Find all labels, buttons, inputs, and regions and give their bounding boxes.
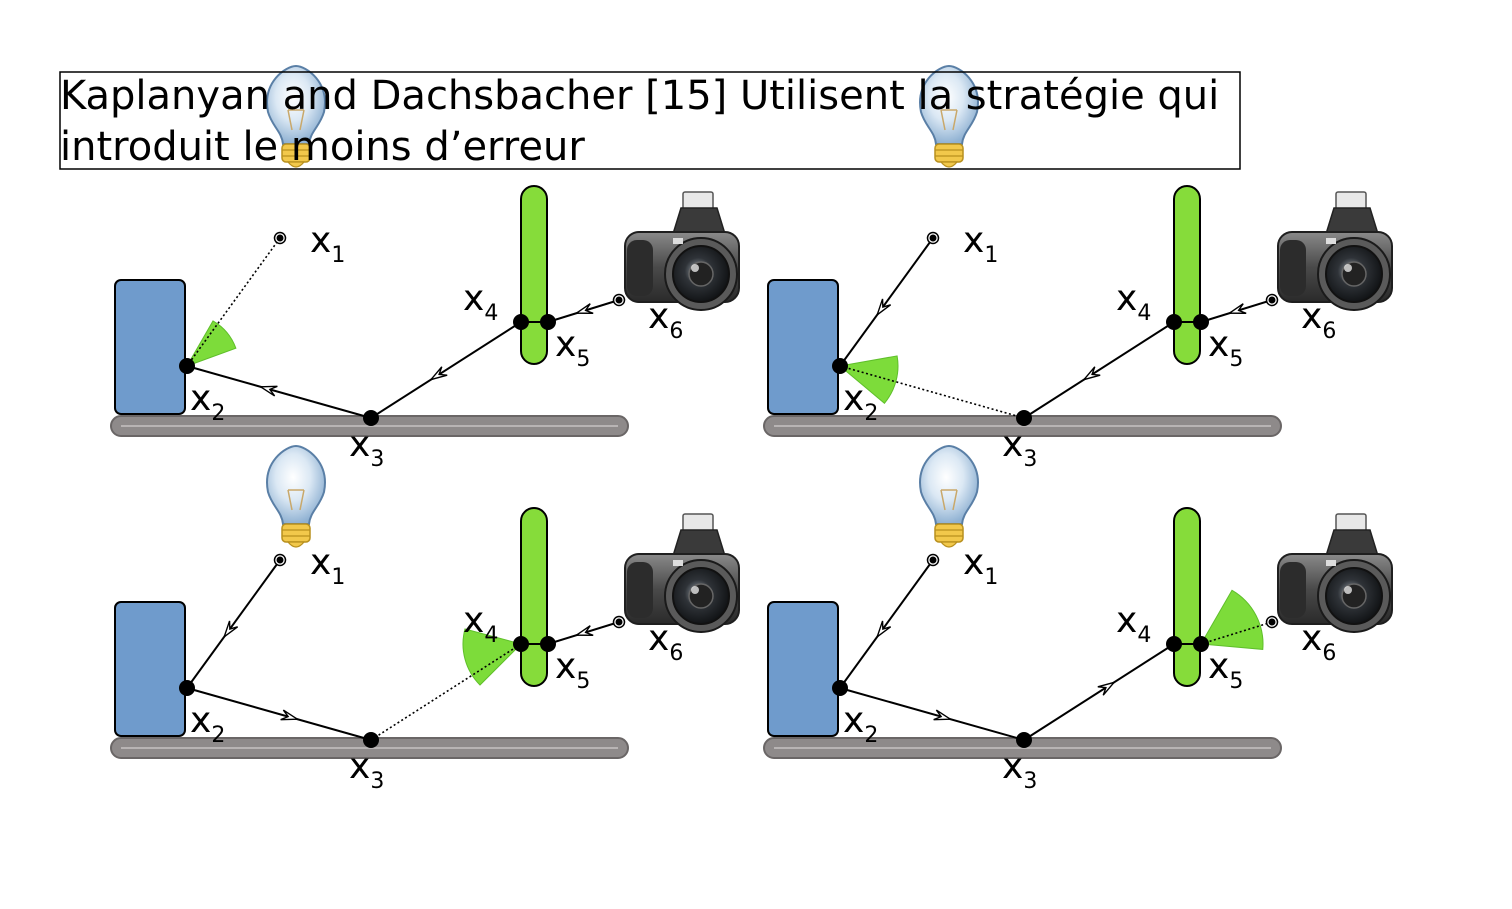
camera-icon bbox=[624, 513, 740, 633]
dotted-path-segment bbox=[839, 365, 1025, 419]
vertex-dot bbox=[513, 314, 529, 330]
path-arrow bbox=[1227, 303, 1247, 314]
panel-bottom-right: x1 x2 x3 x4 x5 x6 bbox=[763, 444, 1393, 794]
vertex-label-x1: x1 bbox=[310, 220, 345, 268]
path-segment bbox=[186, 687, 372, 741]
path-arrow bbox=[875, 620, 892, 639]
vertex-dot bbox=[1016, 410, 1032, 426]
vertex-label-x6: x6 bbox=[1301, 296, 1336, 344]
vertex-dot bbox=[1193, 314, 1209, 330]
green-pole bbox=[520, 507, 548, 687]
vertex-dot bbox=[540, 314, 556, 330]
path-arrow bbox=[1082, 366, 1101, 381]
camera-icon bbox=[1277, 513, 1393, 633]
vertex-label-x2: x2 bbox=[843, 378, 878, 426]
vertex-label-x5: x5 bbox=[1208, 324, 1243, 372]
vertex-label-x3: x3 bbox=[1002, 746, 1037, 794]
vertex-label-x5: x5 bbox=[555, 324, 590, 372]
path-segment bbox=[1023, 643, 1175, 741]
light-bulb-icon bbox=[919, 444, 979, 548]
light-bulb-icon bbox=[266, 444, 326, 548]
dotted-path-segment bbox=[186, 237, 281, 367]
vertex-dot bbox=[832, 680, 848, 696]
vertex-label-x3: x3 bbox=[349, 424, 384, 472]
vertex-dot bbox=[1016, 732, 1032, 748]
vertex-dot bbox=[1166, 636, 1182, 652]
vertex-label-x4: x4 bbox=[1116, 278, 1151, 326]
path-arrow bbox=[1097, 681, 1116, 696]
green-pole bbox=[1173, 185, 1201, 365]
path-arrow bbox=[258, 385, 278, 397]
wall-block bbox=[114, 279, 186, 415]
vertex-label-x6: x6 bbox=[648, 296, 683, 344]
vertex-label-x1: x1 bbox=[963, 542, 998, 590]
vertex-label-x2: x2 bbox=[190, 378, 225, 426]
vertex-dot bbox=[363, 732, 379, 748]
path-arrow bbox=[574, 625, 594, 636]
vertex-label-x6: x6 bbox=[1301, 618, 1336, 666]
vertex-dot bbox=[1193, 636, 1209, 652]
title-box: Kaplanyan and Dachsbacher [15] Utilisent… bbox=[59, 71, 1241, 170]
light-bulb-icon bbox=[266, 64, 326, 168]
path-arrow bbox=[875, 298, 892, 317]
camera-icon bbox=[624, 191, 740, 311]
vertex-label-x2: x2 bbox=[843, 700, 878, 748]
path-arrow bbox=[429, 366, 448, 381]
title-frame bbox=[59, 71, 1241, 170]
vertex-label-x1: x1 bbox=[310, 542, 345, 590]
panel-top-right: x1 x2 x3 x4 x5 x6 bbox=[763, 64, 1393, 472]
vertex-label-x4: x4 bbox=[1116, 600, 1151, 648]
dotted-path-segment bbox=[1200, 621, 1273, 645]
vertex-label-x2: x2 bbox=[190, 700, 225, 748]
path-segment bbox=[839, 559, 934, 689]
wall-block bbox=[767, 601, 839, 737]
title-line-2: introduit le moins d’erreur bbox=[60, 124, 585, 170]
vertex-dot bbox=[179, 358, 195, 374]
light-bulb-icon bbox=[919, 64, 979, 168]
vertex-dot bbox=[832, 358, 848, 374]
vertex-label-x5: x5 bbox=[1208, 646, 1243, 694]
green-pole bbox=[1173, 507, 1201, 687]
vertex-label-x4: x4 bbox=[463, 278, 498, 326]
vertex-label-x4: x4 bbox=[463, 600, 498, 648]
vertex-dot bbox=[363, 410, 379, 426]
path-segment bbox=[839, 237, 934, 367]
path-segment bbox=[186, 559, 281, 689]
panel-bottom-left: x1 x2 x3 x4 x5 x6 bbox=[110, 444, 740, 794]
vertex-label-x1: x1 bbox=[963, 220, 998, 268]
vertex-label-x5: x5 bbox=[555, 646, 590, 694]
sampling-lobe bbox=[185, 320, 237, 367]
panel-top-left: x1 x2 x3 x4 x5 x6 bbox=[110, 64, 740, 472]
sampling-lobe bbox=[1200, 589, 1264, 650]
sampling-lobe bbox=[838, 355, 899, 404]
vertex-dot bbox=[540, 636, 556, 652]
path-segment bbox=[370, 321, 522, 419]
path-arrow bbox=[280, 709, 300, 721]
vertex-dot bbox=[179, 680, 195, 696]
wall-block bbox=[767, 279, 839, 415]
path-segment bbox=[1023, 321, 1175, 419]
path-segment bbox=[839, 687, 1025, 741]
path-segment bbox=[186, 365, 372, 419]
vertex-label-x3: x3 bbox=[349, 746, 384, 794]
vertex-dot bbox=[1166, 314, 1182, 330]
title-line-1: Kaplanyan and Dachsbacher [15] Utilisent… bbox=[60, 73, 1219, 119]
path-arrow bbox=[933, 709, 953, 721]
wall-block bbox=[114, 601, 186, 737]
vertex-label-x3: x3 bbox=[1002, 424, 1037, 472]
vertex-label-x6: x6 bbox=[648, 618, 683, 666]
path-arrow bbox=[222, 620, 239, 639]
path-arrow bbox=[574, 303, 594, 314]
vertex-dot bbox=[513, 636, 529, 652]
camera-icon bbox=[1277, 191, 1393, 311]
green-pole bbox=[520, 185, 548, 365]
